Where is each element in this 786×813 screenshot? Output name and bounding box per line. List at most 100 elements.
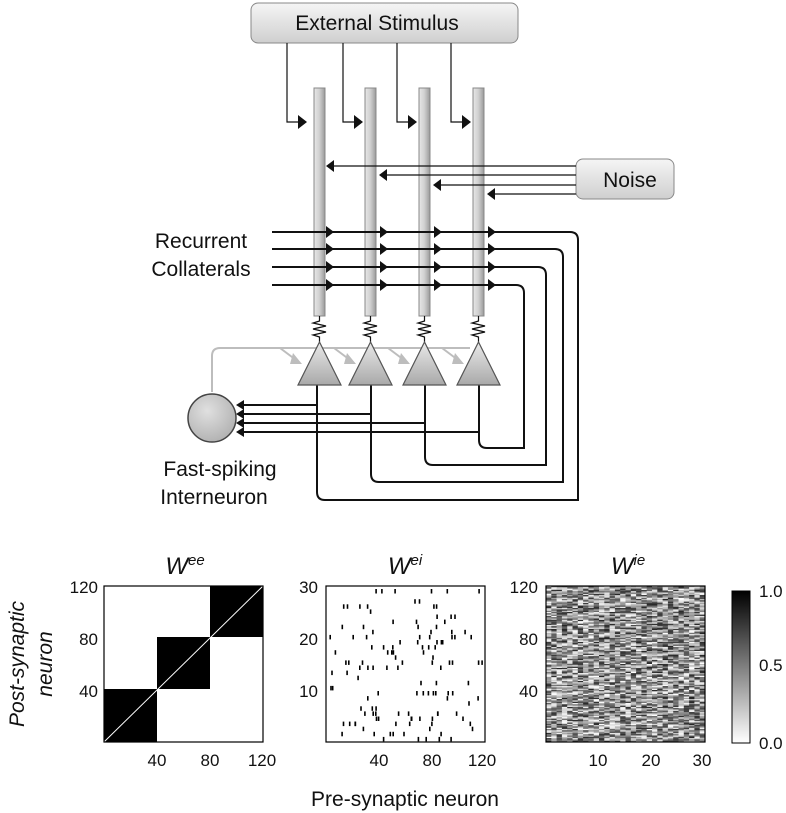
wie-cell bbox=[567, 634, 573, 636]
wei-connection-mark bbox=[435, 624, 438, 630]
wie-cell bbox=[546, 622, 552, 624]
wie-cell bbox=[572, 665, 579, 667]
wie-cell bbox=[561, 725, 568, 727]
wie-cell bbox=[593, 717, 600, 719]
wie-cell bbox=[641, 604, 647, 606]
wie-cell bbox=[641, 608, 647, 610]
wie-cell bbox=[699, 621, 706, 623]
wie-cell bbox=[614, 647, 621, 649]
wie-cell bbox=[657, 691, 663, 693]
wie-cell bbox=[694, 597, 700, 600]
wie-cell bbox=[641, 731, 647, 734]
wie-cell bbox=[678, 735, 685, 738]
wie-cell bbox=[678, 630, 685, 632]
wie-cell bbox=[583, 618, 589, 621]
wie-cell bbox=[678, 696, 685, 699]
wie-cell bbox=[689, 669, 695, 671]
wie-cell bbox=[567, 599, 573, 601]
wei-connection-mark bbox=[481, 660, 483, 665]
wie-cell bbox=[551, 634, 557, 636]
wie-cell bbox=[652, 671, 658, 674]
wie-cell bbox=[604, 726, 610, 728]
wie-cell bbox=[604, 641, 610, 644]
wie-cell bbox=[630, 592, 637, 595]
wie-cell bbox=[609, 704, 616, 706]
wie-cell bbox=[620, 600, 626, 602]
wie-cell bbox=[567, 597, 573, 600]
wie-cell bbox=[689, 732, 695, 735]
wie-cell bbox=[593, 716, 600, 718]
wie-cell bbox=[625, 727, 632, 730]
wie-cell bbox=[630, 731, 637, 734]
wie-cell bbox=[646, 688, 653, 691]
wie-cell bbox=[572, 735, 579, 738]
wie-cell bbox=[699, 674, 706, 676]
wie-cell bbox=[667, 649, 674, 652]
wie-cell bbox=[657, 634, 663, 636]
wie-cell bbox=[667, 710, 674, 713]
wie-cell bbox=[593, 669, 600, 671]
wie-cell bbox=[625, 735, 632, 738]
wie-cell bbox=[683, 727, 690, 730]
wie-cell bbox=[614, 662, 621, 665]
wie-cell bbox=[551, 726, 557, 728]
wie-cell bbox=[662, 606, 669, 609]
wie-cell bbox=[577, 697, 584, 700]
wie-cell bbox=[673, 665, 679, 667]
wie-cell bbox=[662, 723, 669, 726]
x-axis-label: Pre-synaptic neuron bbox=[311, 788, 499, 811]
wie-cell bbox=[646, 710, 653, 713]
wie-cell bbox=[599, 626, 605, 628]
wie-cell bbox=[599, 712, 605, 714]
wie-cell bbox=[678, 729, 685, 731]
wie-cell bbox=[662, 664, 669, 666]
wie-cell bbox=[662, 635, 669, 637]
wei-connection-mark bbox=[446, 696, 449, 701]
wie-cell bbox=[625, 588, 632, 591]
wie-cell bbox=[636, 591, 642, 593]
wie-cell bbox=[620, 654, 626, 657]
wie-cell bbox=[593, 686, 600, 688]
wie-cell bbox=[551, 670, 557, 673]
wie-cell bbox=[551, 652, 557, 654]
wie-cell bbox=[641, 726, 647, 728]
wie-cell bbox=[609, 626, 616, 628]
wie-cell bbox=[673, 630, 679, 632]
wie-cell bbox=[646, 645, 653, 648]
wie-cell bbox=[662, 648, 669, 650]
wie-cell bbox=[604, 675, 610, 678]
wie-cell bbox=[683, 587, 690, 589]
wie-cell bbox=[567, 656, 573, 658]
wie-cell bbox=[567, 699, 573, 701]
wie-cell bbox=[609, 732, 616, 735]
wie-cell bbox=[577, 617, 584, 619]
wie-cell bbox=[699, 628, 706, 631]
wie-cell bbox=[636, 608, 642, 610]
wie-cell bbox=[699, 735, 706, 738]
wie-cell bbox=[667, 731, 674, 734]
wie-cell bbox=[646, 613, 653, 615]
wie-cell bbox=[593, 726, 600, 728]
wie-cell bbox=[546, 630, 552, 632]
wie-cell bbox=[683, 705, 690, 708]
wie-cell bbox=[678, 606, 685, 609]
wie-cell bbox=[561, 709, 568, 712]
wie-cell bbox=[667, 714, 674, 717]
wie-cell bbox=[620, 719, 626, 722]
wie-cell bbox=[662, 645, 669, 648]
wie-cell bbox=[609, 654, 616, 657]
wie-cell bbox=[551, 647, 557, 649]
wie-cell bbox=[662, 644, 669, 647]
wie-cell bbox=[662, 619, 669, 622]
wie-cell bbox=[636, 604, 642, 606]
wie-heatmap bbox=[546, 586, 706, 743]
wee-xtick-120: 120 bbox=[248, 751, 276, 770]
wie-cell bbox=[567, 606, 573, 609]
matrix-panel-wei: Wei 30 20 10 40 80 120 bbox=[299, 552, 496, 770]
wie-cell bbox=[689, 704, 695, 706]
wie-cell bbox=[588, 649, 594, 652]
wie-cell bbox=[699, 641, 706, 644]
wie-cell bbox=[667, 613, 674, 615]
wie-cell bbox=[572, 648, 579, 650]
wie-cell bbox=[620, 726, 626, 728]
